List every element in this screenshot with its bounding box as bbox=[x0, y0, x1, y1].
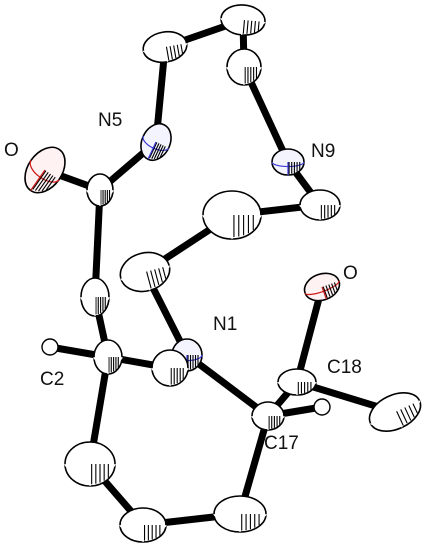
atom-o1-hatch bbox=[41, 175, 54, 192]
atom-c7-hatch bbox=[257, 21, 260, 31]
atom-layer bbox=[24, 4, 422, 543]
label-c17: C17 bbox=[264, 433, 299, 454]
atom-n5-hatch bbox=[151, 143, 160, 160]
atom-c7-hatch bbox=[246, 20, 249, 34]
atom-o1-axis bbox=[30, 169, 46, 191]
atom-h17-sphere bbox=[313, 398, 331, 416]
atom-c6-axis bbox=[164, 46, 169, 62]
atom-n5-hatch bbox=[153, 144, 162, 160]
atom-c14 bbox=[119, 507, 167, 543]
atom-o1-hatch bbox=[34, 171, 49, 191]
label-c18: C18 bbox=[327, 357, 362, 378]
atom-c15 bbox=[64, 441, 116, 487]
atom-h2 bbox=[41, 338, 59, 356]
atom-c4 bbox=[80, 277, 110, 317]
atom-c12-hatch bbox=[150, 270, 156, 288]
label-n1: N1 bbox=[213, 314, 237, 335]
atom-n5-hatch bbox=[148, 142, 158, 159]
atom-c17 bbox=[251, 401, 285, 431]
label-o-left: O bbox=[4, 140, 19, 161]
atom-c6-hatch bbox=[180, 44, 184, 54]
atom-c11 bbox=[202, 190, 262, 240]
atom-o2-hatch bbox=[322, 286, 328, 298]
atom-c7-hatch bbox=[242, 20, 246, 34]
atom-o2 bbox=[303, 272, 341, 302]
atom-c19-hatch bbox=[412, 403, 418, 414]
atom-c2 bbox=[93, 339, 123, 375]
atom-c19-hatch bbox=[404, 407, 412, 421]
atom-n5-hatch bbox=[159, 146, 166, 158]
atom-c3 bbox=[86, 173, 114, 207]
atom-o2-hatch bbox=[325, 285, 331, 297]
atom-o1 bbox=[24, 146, 66, 194]
atom-c6-hatch bbox=[169, 46, 173, 60]
atom-n5-hatch bbox=[156, 145, 164, 159]
atom-c6 bbox=[142, 30, 188, 64]
atom-n5 bbox=[140, 122, 172, 162]
atom-c8 bbox=[226, 48, 262, 86]
atom-o1-hatch bbox=[32, 170, 47, 190]
atom-o2-hatch bbox=[328, 284, 334, 296]
atom-c12-hatch bbox=[154, 269, 160, 286]
atom-o1-hatch bbox=[45, 176, 56, 191]
atom-c12-axis bbox=[144, 271, 151, 291]
atom-c7-hatch bbox=[253, 21, 256, 33]
atom-n5-axis bbox=[147, 141, 157, 160]
atom-o1-hatch bbox=[38, 173, 52, 192]
atom-c19 bbox=[368, 392, 422, 432]
atom-c6-hatch bbox=[173, 45, 177, 59]
atom-c7-hatch bbox=[250, 20, 253, 34]
atom-o2-hatch bbox=[333, 282, 338, 291]
atom-c12 bbox=[119, 251, 171, 293]
label-n9: N9 bbox=[311, 141, 335, 162]
atom-c12-hatch bbox=[162, 267, 167, 279]
atom-c19-hatch bbox=[408, 405, 415, 418]
label-c2: C2 bbox=[40, 369, 64, 390]
atom-c12-hatch bbox=[158, 268, 163, 283]
atom-c10 bbox=[299, 189, 341, 221]
atom-c7 bbox=[220, 4, 266, 36]
atom-c19-axis bbox=[394, 411, 403, 428]
atom-o2-axis bbox=[321, 286, 328, 300]
atom-c19-hatch bbox=[396, 411, 404, 426]
atom-h17 bbox=[313, 398, 331, 416]
atom-n9 bbox=[271, 148, 305, 176]
bond-n1-c17 bbox=[183, 351, 272, 420]
label-o-right: O bbox=[343, 263, 358, 284]
atom-c6-hatch bbox=[165, 46, 170, 61]
atom-c19-hatch bbox=[400, 409, 408, 424]
atom-c13 bbox=[213, 495, 267, 533]
atom-c7-axis bbox=[241, 19, 244, 35]
atom-h2-sphere bbox=[41, 338, 59, 356]
atom-c12-hatch bbox=[146, 271, 152, 289]
atom-c18 bbox=[277, 368, 317, 396]
label-n5: N5 bbox=[98, 110, 122, 131]
atom-o2-hatch bbox=[331, 283, 336, 293]
atom-c6-hatch bbox=[176, 44, 180, 57]
atom-c16 bbox=[151, 349, 189, 387]
bond-c18-o2 bbox=[293, 283, 326, 386]
